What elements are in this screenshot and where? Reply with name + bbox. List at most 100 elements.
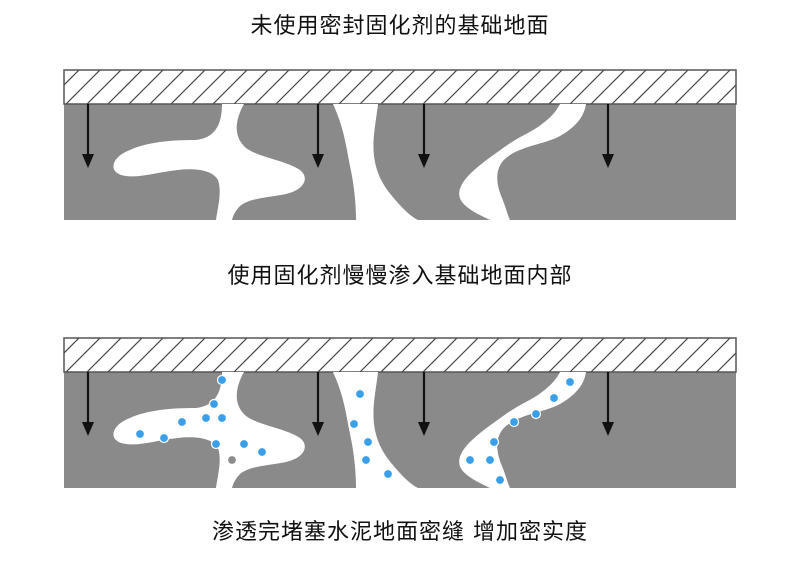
sealant-particle (256, 446, 268, 458)
diagram-untreated-floor (24, 69, 793, 220)
hatch-line (759, 70, 793, 104)
sealant-particle (530, 408, 542, 420)
hatch-line (128, 338, 164, 372)
hatch-line (569, 338, 605, 372)
hatch-line (695, 70, 731, 104)
sealant-particle (382, 468, 394, 480)
sealant-particle (494, 474, 506, 486)
hatch-line (590, 70, 626, 104)
sealant-particle (348, 418, 360, 430)
hatch-line (738, 70, 772, 104)
hatch-line (254, 338, 290, 372)
hatch-line (716, 352, 736, 372)
hatch-line (86, 338, 122, 372)
hatch-line (485, 338, 521, 372)
sealant-particle (354, 388, 366, 400)
sealant-particle (484, 454, 496, 466)
hatch-line (632, 338, 668, 372)
hatch-line (611, 338, 647, 372)
sealant-particle (362, 436, 374, 448)
caption-untreated: 未使用密封固化剂的基础地面 (250, 14, 550, 39)
hatch-line (653, 338, 689, 372)
hatch-line (191, 70, 227, 104)
hatch-line (275, 338, 311, 372)
diagram-treated-floor (24, 337, 793, 488)
arrow-head (312, 154, 324, 168)
arrow-head (418, 422, 430, 436)
hatch-line (380, 70, 416, 104)
hatch-line (401, 338, 437, 372)
arrow-head (602, 154, 614, 168)
hatch-line (107, 338, 143, 372)
sealant-particle (508, 416, 520, 428)
hatch-line (233, 70, 269, 104)
sealant-particle (238, 438, 250, 450)
sealant-particle (134, 428, 146, 440)
sealant-particle (464, 454, 476, 466)
hatch-line (170, 70, 206, 104)
hatch-line (653, 70, 689, 104)
hatch-line (338, 338, 374, 372)
hatch-line (317, 70, 353, 104)
pore-middle (333, 104, 418, 220)
hatch-line (86, 70, 122, 104)
hatch-line (64, 338, 80, 354)
sealant-particle (226, 454, 238, 466)
arrow-head (312, 422, 324, 436)
hatch-line (317, 338, 353, 372)
surface-layer (64, 338, 736, 372)
sealant-particle (210, 438, 222, 450)
hatch-line (64, 70, 80, 86)
sealant-particle (216, 374, 228, 386)
hatch-line (506, 338, 542, 372)
surface-hatching (24, 338, 793, 372)
hatch-line (590, 338, 626, 372)
hatch-line (548, 70, 584, 104)
hatch-line (296, 338, 332, 372)
arrow-head (82, 154, 94, 168)
hatch-line (695, 338, 731, 372)
hatch-line (359, 338, 395, 372)
pore-middle (333, 372, 418, 488)
hatch-line (128, 70, 164, 104)
hatch-line (359, 70, 395, 104)
pore-right (459, 104, 586, 220)
hatch-line (296, 70, 332, 104)
sealant-particle (208, 398, 220, 410)
hatch-line (464, 338, 500, 372)
hatch-line (401, 70, 437, 104)
hatch-line (170, 338, 206, 372)
hatch-line (738, 338, 772, 372)
sealant-particle (158, 432, 170, 444)
hatch-line (24, 338, 58, 372)
caption-sealed: 渗透完堵塞水泥地面密缝 增加密实度 (212, 520, 588, 545)
pore-left (113, 104, 305, 220)
hatch-line (212, 70, 248, 104)
sealant-particle (360, 454, 372, 466)
hatch-line (548, 338, 584, 372)
hatch-line (569, 70, 605, 104)
pore-left (113, 372, 305, 488)
sealant-particle (176, 416, 188, 428)
hatch-line (338, 70, 374, 104)
hatch-line (674, 338, 710, 372)
hatch-line (759, 338, 793, 372)
hatch-line (212, 338, 248, 372)
arrow-head (82, 422, 94, 436)
hatch-line (464, 70, 500, 104)
hatch-line (443, 70, 479, 104)
hatch-line (527, 70, 563, 104)
hatch-line (149, 70, 185, 104)
hatch-line (716, 84, 736, 104)
sealant-particle (488, 436, 500, 448)
sealant-particle (548, 392, 560, 404)
surface-border (63, 337, 737, 373)
hatch-line (24, 70, 58, 104)
hatch-line (632, 70, 668, 104)
hatch-line (527, 338, 563, 372)
arrow-head (418, 154, 430, 168)
hatch-line (422, 70, 458, 104)
hatch-line (611, 70, 647, 104)
hatch-line (506, 70, 542, 104)
caption-penetration: 使用固化剂慢慢渗入基础地面内部 (227, 264, 573, 289)
